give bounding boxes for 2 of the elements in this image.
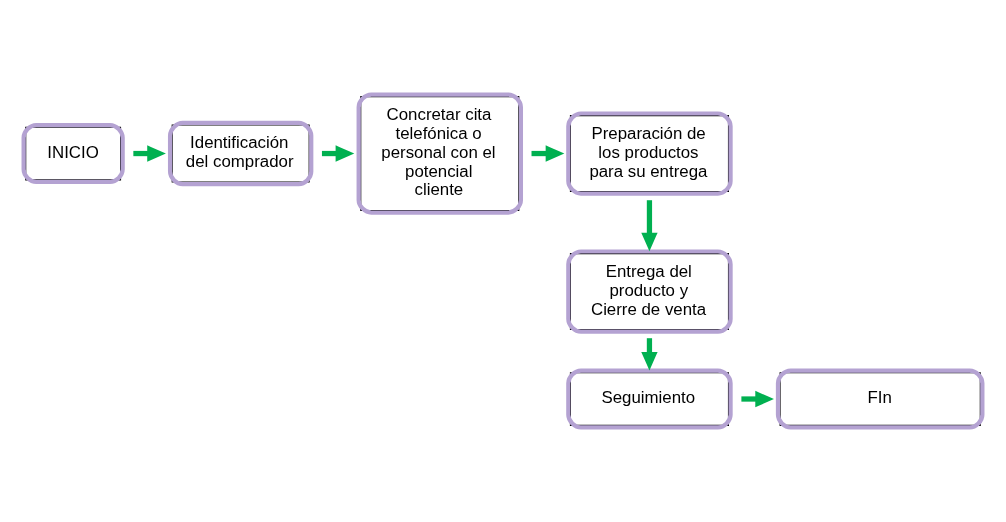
arrow	[741, 390, 774, 408]
arrow	[641, 200, 658, 252]
